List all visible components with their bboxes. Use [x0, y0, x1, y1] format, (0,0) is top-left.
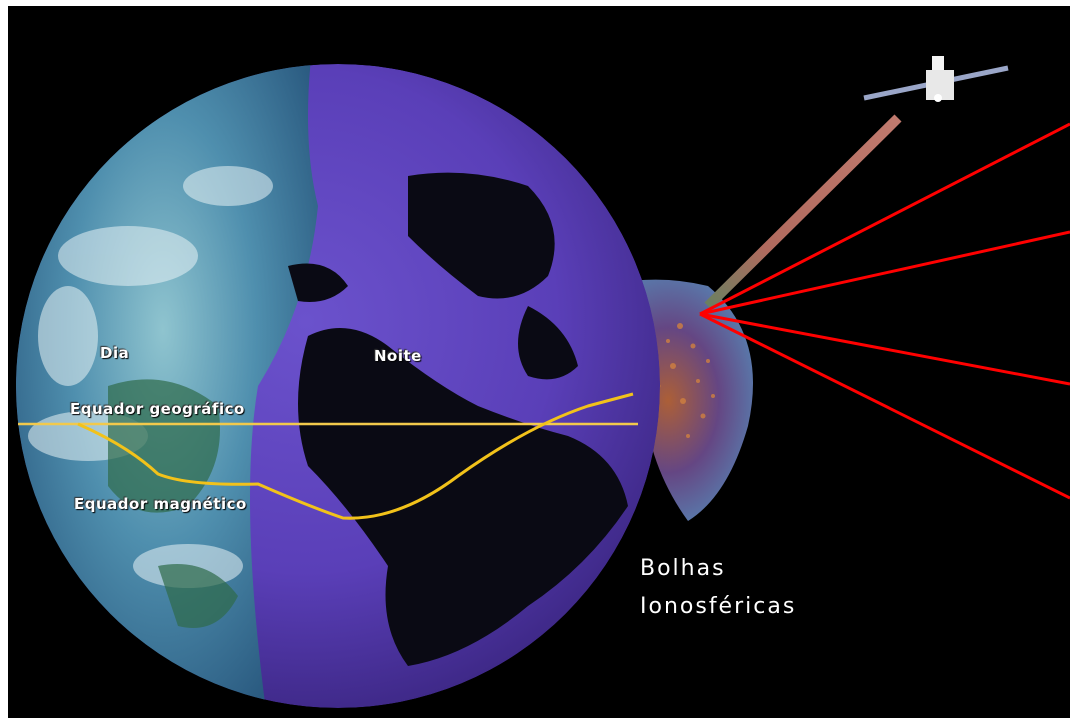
ionospheric-bubbles-diagram: Dia Noite Equador geográfico Equador mag… [8, 6, 1070, 718]
night-label: Noite [374, 347, 422, 365]
earth-globe [16, 64, 660, 708]
satellite-icon [863, 56, 1009, 102]
continents [288, 172, 628, 666]
bubbles-label-line2: Ionosféricas [640, 594, 797, 619]
bubbles-label-line1: Bolhas [640, 556, 726, 581]
magnetic-equator-label: Equador magnético [74, 495, 247, 513]
signal-rays [699, 122, 1070, 500]
geographic-equator-label: Equador geográfico [70, 400, 245, 418]
day-label: Dia [100, 344, 130, 362]
magnetic-equator-line [77, 392, 634, 520]
diagram-graphics [16, 56, 1070, 708]
satellite-signal-beam [704, 114, 902, 310]
